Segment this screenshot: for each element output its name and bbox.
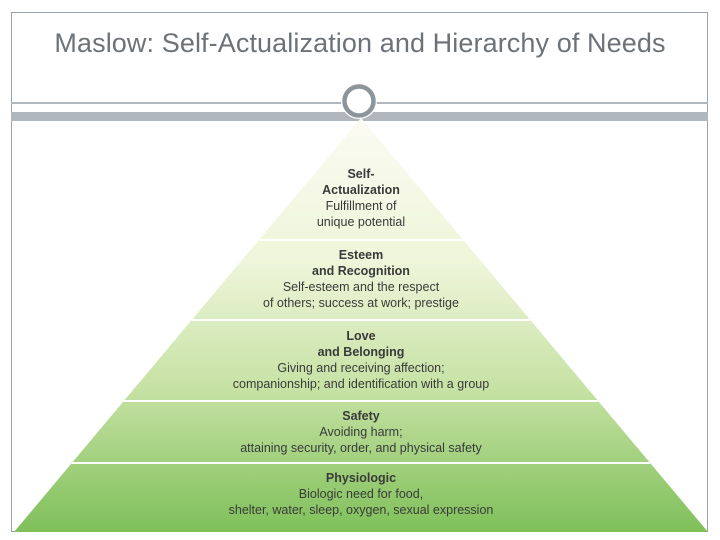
pyramid-body: [14, 118, 708, 532]
level-heading: and Belonging: [317, 345, 405, 359]
level-heading: Love: [346, 329, 376, 343]
level-heading: Actualization: [322, 183, 400, 197]
level-description: Fulfillment of: [325, 199, 397, 213]
pyramid-fill: [14, 118, 708, 532]
level-heading: Physiologic: [325, 471, 397, 485]
level-heading: and Recognition: [312, 264, 410, 278]
level-description: shelter, water, sleep, oxygen, sexual ex…: [228, 503, 494, 517]
level-heading: Esteem: [338, 248, 384, 262]
level-description: Biologic need for food,: [298, 487, 424, 501]
level-heading: Safety: [342, 409, 380, 423]
level-description: Self-esteem and the respect: [282, 280, 440, 294]
level-heading: Self-: [347, 167, 375, 181]
level-description: attaining security, order, and physical …: [240, 441, 482, 455]
level-description: Giving and receiving affection;: [277, 361, 445, 375]
circle-ornament-icon: [341, 83, 377, 119]
level-description: of others; success at work; prestige: [263, 296, 459, 310]
level-description: unique potential: [316, 215, 406, 229]
level-description: Avoiding harm;: [319, 425, 403, 439]
slide-title: Maslow: Self-Actualization and Hierarchy…: [54, 28, 666, 58]
pyramid-dividers: [71, 239, 651, 464]
level-description: companionship; and identification with a…: [232, 377, 490, 391]
